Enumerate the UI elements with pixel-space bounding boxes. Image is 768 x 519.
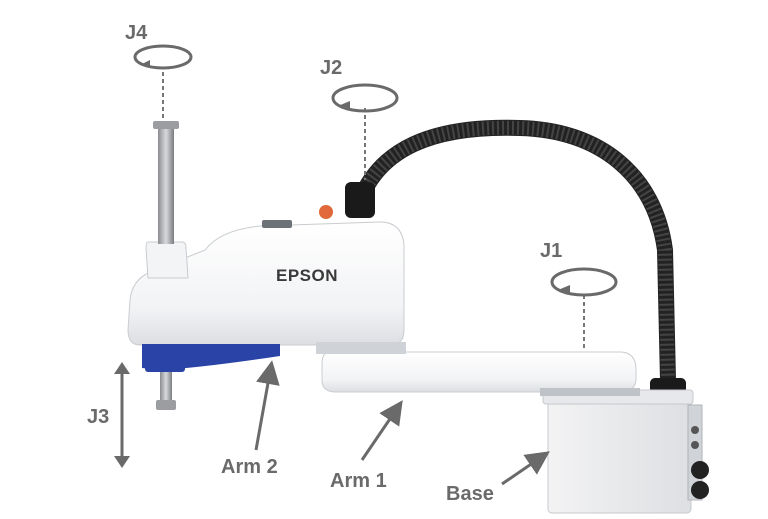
label-arm2: Arm 2 bbox=[221, 456, 278, 478]
j1-rotation-icon bbox=[550, 267, 618, 350]
base-pointer bbox=[501, 451, 550, 486]
arm2-pointer bbox=[254, 360, 280, 451]
base-unit bbox=[542, 389, 709, 514]
arm-2 bbox=[127, 205, 406, 372]
arm-1 bbox=[321, 351, 640, 396]
label-base: Base bbox=[446, 483, 494, 505]
j3-linear-arrow bbox=[114, 362, 130, 468]
label-j1: J1 bbox=[540, 240, 563, 262]
j2-rotation-icon bbox=[331, 83, 399, 180]
brand-logo-text: EPSON bbox=[276, 266, 339, 285]
ball-screw-shaft bbox=[153, 121, 179, 410]
label-arm1: Arm 1 bbox=[330, 470, 387, 492]
label-j2: J2 bbox=[320, 57, 343, 79]
arm1-pointer bbox=[360, 400, 403, 461]
cable bbox=[352, 119, 676, 388]
label-j4: J4 bbox=[125, 22, 148, 44]
cable-connector-top bbox=[345, 182, 375, 218]
j4-rotation-icon bbox=[133, 44, 193, 118]
label-j3: J3 bbox=[87, 406, 110, 428]
shaft-column bbox=[145, 241, 189, 279]
